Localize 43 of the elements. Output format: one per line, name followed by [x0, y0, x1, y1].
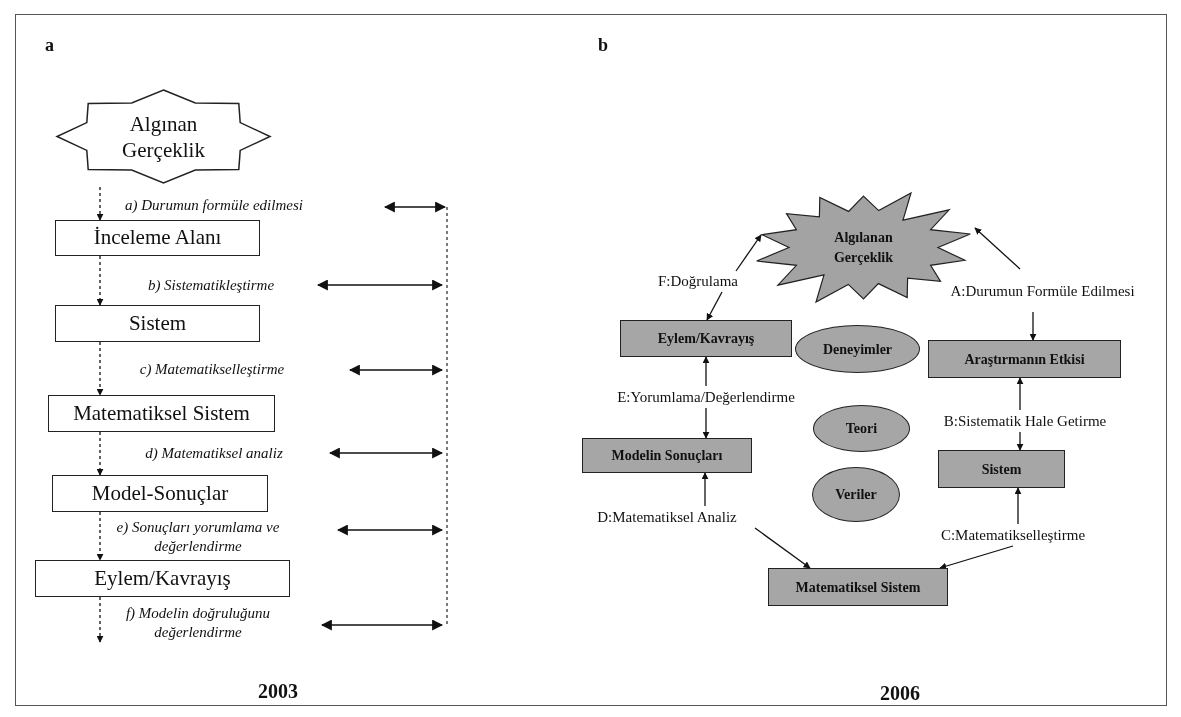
arrow: [96, 341, 104, 396]
arrow: [96, 511, 104, 561]
node-text: Algınan Gerçeklik: [121, 110, 206, 163]
arrow: [939, 545, 1014, 570]
arrow: [1016, 377, 1024, 411]
ellipse-node: Teori: [813, 405, 910, 452]
year-label: 2003: [258, 679, 298, 704]
arrow: [754, 527, 811, 569]
panel-letter: b: [598, 34, 608, 57]
arrow: [702, 356, 710, 387]
step-label: B:Sistematik Hale Getirme: [912, 410, 1138, 432]
arrow: [96, 596, 104, 643]
process-box: Sistem: [55, 305, 260, 342]
arrow: [96, 255, 104, 306]
arrow: [1014, 487, 1022, 525]
process-box: Eylem/Kavrayış: [620, 320, 792, 357]
process-box: Sistem: [938, 450, 1065, 488]
process-box: Modelin Sonuçları: [582, 438, 752, 473]
year-label: 2006: [880, 681, 920, 706]
process-box: İnceleme Alanı: [55, 220, 260, 256]
step-label: E:Yorumlama/Değerlendirme: [556, 386, 856, 408]
arrow: [96, 431, 104, 476]
step-label: C:Matematikselleştirme: [900, 524, 1126, 546]
arrow: [706, 291, 723, 321]
arrow: [1016, 431, 1024, 451]
process-box: Model-Sonuçlar: [52, 475, 268, 512]
arrow: [1029, 311, 1037, 341]
arrow: [974, 227, 1021, 270]
step-label: A:Durumun Formüle Edilmesi: [945, 270, 1140, 312]
process-box: Matematiksel Sistem: [768, 568, 948, 606]
arrow: [735, 234, 762, 272]
arrow: [701, 472, 709, 507]
ellipse-node: Veriler: [812, 467, 900, 522]
node-text: Algılanan Gerçeklik: [832, 228, 895, 267]
step-label: F:Doğrulama: [648, 270, 748, 292]
process-box: Eylem/Kavrayış: [35, 560, 290, 597]
arrow: [702, 407, 710, 439]
step-label: D:Matematiksel Analiz: [560, 506, 774, 528]
process-box: Araştırmanın Etkisi: [928, 340, 1121, 378]
panel-letter: a: [45, 34, 54, 57]
arrow: [96, 186, 104, 221]
ellipse-node: Deneyimler: [795, 325, 920, 373]
process-box: Matematiksel Sistem: [48, 395, 275, 432]
